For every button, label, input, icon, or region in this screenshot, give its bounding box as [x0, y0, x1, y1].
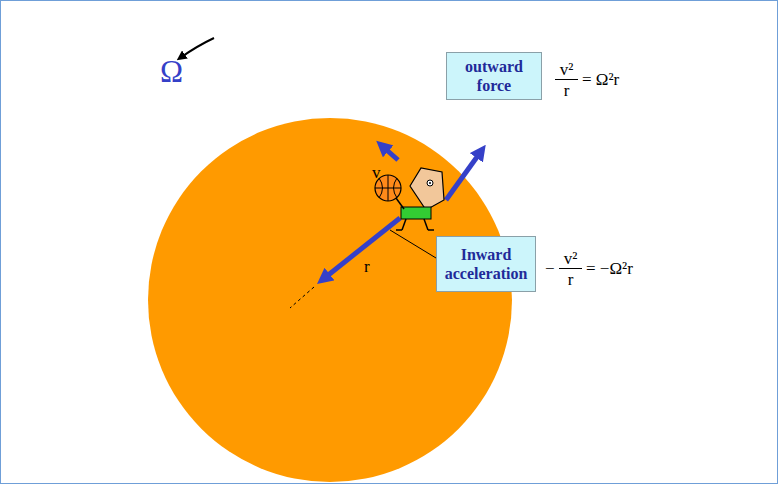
fraction-bar — [555, 79, 578, 80]
fraction-numerator: v² — [564, 250, 578, 267]
fraction-numerator: v² — [560, 61, 574, 78]
inward-arrow — [322, 218, 400, 280]
fraction-denominator: r — [564, 82, 570, 99]
rotating-disc — [148, 118, 512, 482]
box-text: Inward acceleration — [443, 245, 529, 283]
fraction-bar — [559, 268, 582, 269]
radius-line — [290, 287, 314, 308]
callout-box: outward force — [446, 52, 542, 100]
velocity-label: v — [372, 164, 381, 181]
leader-line — [390, 230, 436, 258]
formula-sign: − — [545, 260, 555, 277]
radius-label: r — [364, 258, 370, 275]
outward-arrow — [446, 150, 482, 200]
callout-box: Inward acceleration — [436, 236, 536, 292]
fraction-denominator: r — [568, 271, 574, 288]
velocity-arrow — [381, 145, 398, 160]
formula-rhs: = Ω²r — [582, 71, 619, 88]
formula-rhs: = −Ω²r — [586, 260, 633, 277]
box-text: outward force — [453, 57, 535, 95]
rotation-arrow — [180, 38, 214, 58]
rotation-symbol: Ω — [160, 56, 183, 87]
person-figure — [375, 168, 444, 230]
